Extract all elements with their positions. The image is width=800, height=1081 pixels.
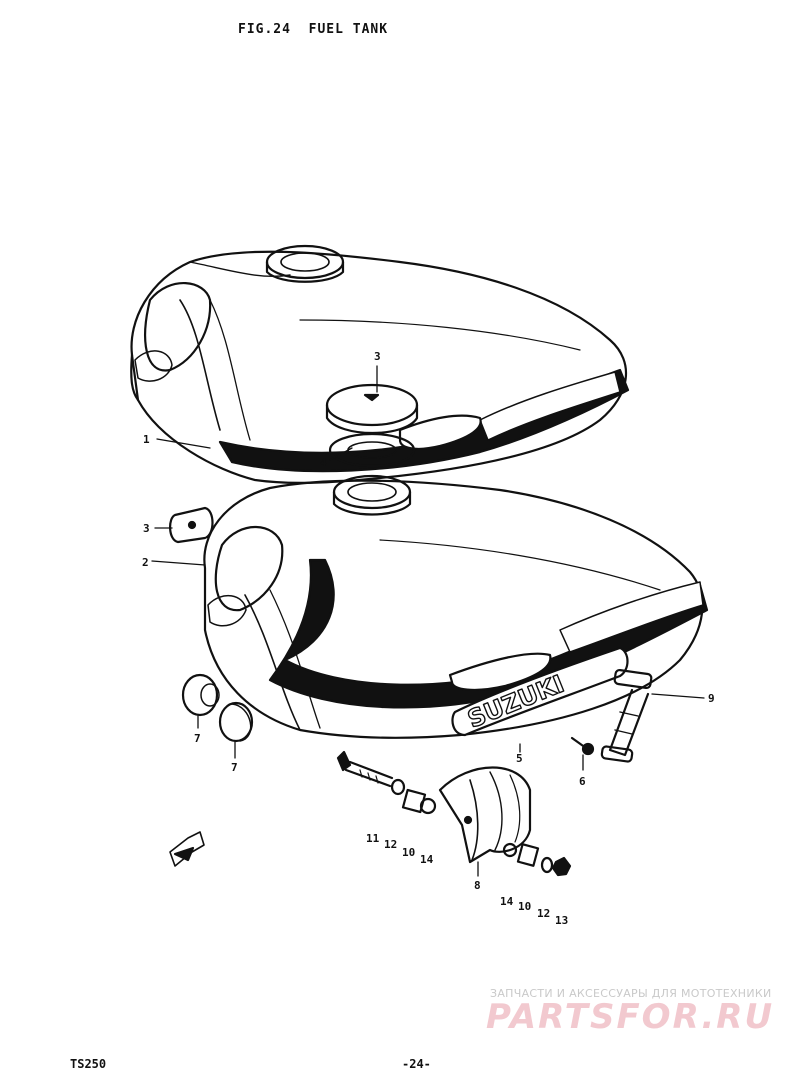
callout-11: 11 [366,832,380,845]
callout-13: 13 [555,914,568,927]
callout-7a: 7 [194,732,201,745]
page-number: -24- [402,1057,431,1071]
fuel-tank-upper [130,244,630,484]
collar [419,797,437,815]
tank-strap [600,668,653,763]
bolt [336,750,394,788]
watermark-tagline: ЗАПЧАСТИ И АКСЕССУАРЫ ДЛЯ МОТОТЕХНИКИ [490,987,772,1000]
callout-7b: 7 [231,761,238,774]
front-arrow-icon [169,831,205,867]
watermark-logo: PARTSFOR.RU [486,997,775,1037]
fuel-tank-lower [203,474,709,739]
washer-rear [540,856,554,874]
callout-12a: 12 [384,838,397,851]
screw [570,736,595,756]
callout-8: 8 [474,879,481,892]
nut [551,856,572,877]
callout-1: 1 [143,433,150,446]
figure-title: FIG.24 FUEL TANK [238,22,389,37]
collar-rear [502,842,518,858]
callout-4: 4 [320,456,327,469]
callout-3-bracket: 3 [143,522,150,535]
washer [390,778,406,796]
model-code: TS250 [70,1057,107,1071]
damper-plate-rear [516,843,540,867]
callout-9: 9 [708,692,715,705]
mounting-bracket [169,506,214,544]
callout-labels: 1 2 3 3 4 5 6 7 7 8 9 11 12 10 14 14 10 … [142,350,715,927]
rear-mount-cushion [438,766,532,864]
callout-10b: 10 [518,900,531,913]
callout-3: 3 [374,350,381,363]
callout-2: 2 [142,556,149,569]
callout-6: 6 [579,775,586,788]
callout-14a: 14 [420,853,434,866]
callout-14b: 14 [500,895,514,908]
callout-12b: 12 [537,907,550,920]
callout-5: 5 [516,752,523,765]
callout-10a: 10 [402,846,415,859]
fuel-cap [325,383,419,434]
rubber-cushion [181,673,254,743]
